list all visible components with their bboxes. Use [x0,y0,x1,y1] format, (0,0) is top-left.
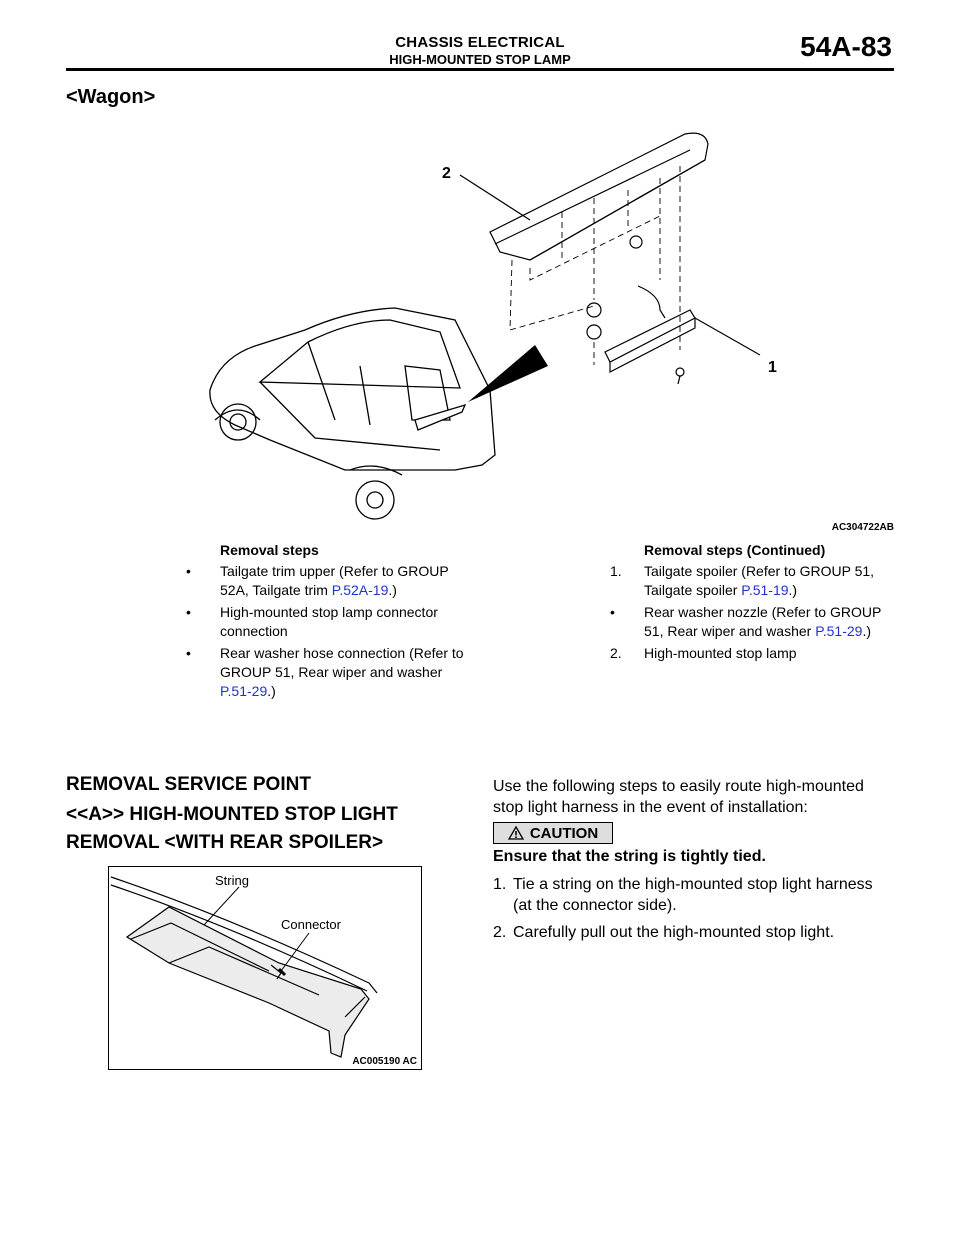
list-item: 2. High-mounted stop lamp [610,644,890,663]
removal-steps-continued-heading: Removal steps (Continued) [644,542,826,558]
string-connector-figure: String Connector AC005190 AC [108,866,422,1070]
callout-1: 1 [768,359,777,376]
caution-box: CAUTION [493,822,613,844]
step-text: Carefully pull out the high-mounted stop… [513,924,835,941]
bullet-marker: • [186,645,191,661]
figure2-code: AC005190 AC [352,1056,417,1067]
procedure-steps: 1. Tie a string on the high-mounted stop… [493,874,893,949]
figure1-code: AC304722AB [831,522,894,533]
step-tail: .) [862,623,871,639]
list-item: • High-mounted stop lamp connector conne… [186,603,476,641]
step-text: Tailgate trim upper (Refer to GROUP 52A,… [220,563,449,598]
connector-label: Connector [281,917,342,932]
step-number: 1. [493,876,507,893]
step-text: Tie a string on the high-mounted stop li… [513,876,873,914]
bullet-marker: • [610,604,615,620]
spoiler-string-drawing: String Connector [110,873,378,1058]
step-tail: .) [388,582,397,598]
step-text: Tailgate spoiler (Refer to GROUP 51, Tai… [644,563,875,598]
step-text: High-mounted stop lamp [644,645,797,661]
procedure-heading-line2: REMOVAL <WITH REAR SPOILER> [66,832,384,853]
page-link[interactable]: P.51-29 [815,623,863,639]
header-rule [66,68,894,71]
removal-steps-continued-column: Removal steps (Continued) 1. Tailgate sp… [610,542,890,666]
step-tail: .) [267,683,276,699]
callout-2: 2 [442,165,451,182]
list-item: • Tailgate trim upper (Refer to GROUP 52… [186,562,476,600]
procedure-intro: Use the following steps to easily route … [493,778,864,816]
bullet-marker: • [186,604,191,620]
removal-steps-column: Removal steps • Tailgate trim upper (Ref… [186,542,476,704]
exploded-view-drawing: 2 1 [209,132,777,520]
list-item: 1. Tie a string on the high-mounted stop… [493,874,893,916]
page-link[interactable]: P.52A-19 [331,582,389,598]
step-number: 1. [610,563,622,579]
section-subtitle: HIGH-MOUNTED STOP LAMP [389,52,571,67]
exploded-view-figure: 2 1 AC304722AB [190,120,900,535]
step-text: Rear washer hose connection (Refer to GR… [220,645,464,680]
page-number: 54A-83 [800,31,892,62]
page-link[interactable]: P.51-19 [741,582,789,598]
string-label: String [215,873,249,888]
list-item: • Rear washer hose connection (Refer to … [186,644,476,701]
service-point-heading: REMOVAL SERVICE POINT [66,774,311,795]
warning-triangle-icon [507,826,524,840]
removal-steps-heading: Removal steps [220,542,319,558]
procedure-heading-line1: <<A>> HIGH-MOUNTED STOP LIGHT [66,804,398,825]
caution-text: Ensure that the string is tightly tied. [493,848,766,865]
step-text: High-mounted stop lamp connector connect… [220,604,438,639]
chapter-title: CHASSIS ELECTRICAL [395,34,565,51]
page-link[interactable]: P.51-29 [220,683,268,699]
list-item: 1. Tailgate spoiler (Refer to GROUP 51, … [610,562,890,600]
step-number: 2. [493,924,507,941]
variant-label: <Wagon> [66,86,156,108]
list-item: • Rear washer nozzle (Refer to GROUP 51,… [610,603,890,641]
step-number: 2. [610,645,622,661]
caution-label: CAUTION [529,824,599,842]
list-item: 2. Carefully pull out the high-mounted s… [493,922,893,943]
step-text: Rear washer nozzle (Refer to GROUP 51, R… [644,604,882,639]
step-tail: .) [788,582,798,598]
bullet-marker: • [186,563,191,579]
